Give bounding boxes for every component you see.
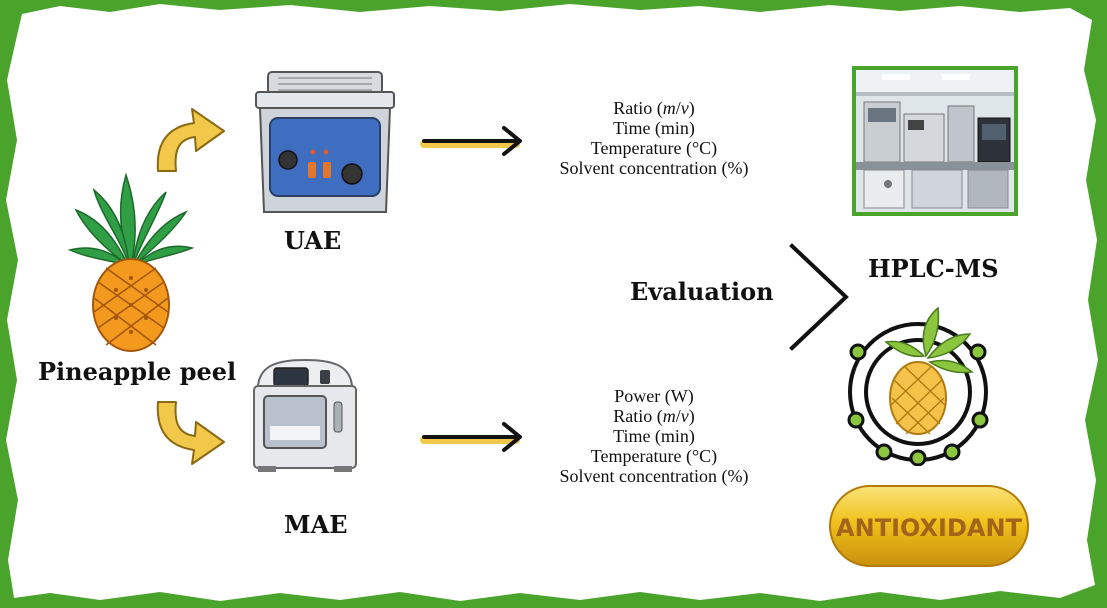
mae-parameter-list: Power (W) Ratio (m/v) Time (min) Tempera…	[524, 386, 784, 486]
hplc-lab-photo	[852, 66, 1018, 216]
parameter-item: Ratio (m/v)	[613, 98, 695, 118]
uae-parameter-list: Ratio (m/v) Time (min) Temperature (°C) …	[524, 98, 784, 178]
parameter-item: Solvent concentration (%)	[559, 158, 749, 178]
branch-chevron	[789, 243, 849, 351]
pineapple-icon	[67, 172, 195, 352]
antioxidant-badge-label: ANTIOXIDANT	[836, 514, 1023, 542]
arrow-right-icon	[420, 422, 522, 452]
ultrasonic-bath-icon	[255, 71, 395, 213]
antioxidant-badge: ANTIOXIDANT	[829, 485, 1029, 567]
source-label: Pineapple peel	[38, 357, 237, 386]
parameter-item: Ratio (m/v)	[613, 406, 695, 426]
hplc-label: HPLC-MS	[868, 254, 999, 283]
parameter-item: Temperature (°C)	[590, 446, 718, 466]
curved-arrow-down-icon	[156, 401, 225, 465]
curved-arrow-up-icon	[156, 108, 225, 172]
evaluation-label: Evaluation	[630, 277, 774, 306]
microwave-reactor-icon	[253, 358, 357, 472]
parameter-item: Temperature (°C)	[590, 138, 718, 158]
antioxidant-atom-icon	[847, 306, 989, 466]
uae-label: UAE	[284, 226, 342, 255]
arrow-right-icon	[420, 126, 522, 156]
mae-label: MAE	[284, 510, 348, 539]
parameter-item: Power (W)	[614, 386, 694, 406]
parameter-item: Time (min)	[613, 118, 695, 138]
parameter-item: Solvent concentration (%)	[559, 466, 749, 486]
parameter-item: Time (min)	[613, 426, 695, 446]
